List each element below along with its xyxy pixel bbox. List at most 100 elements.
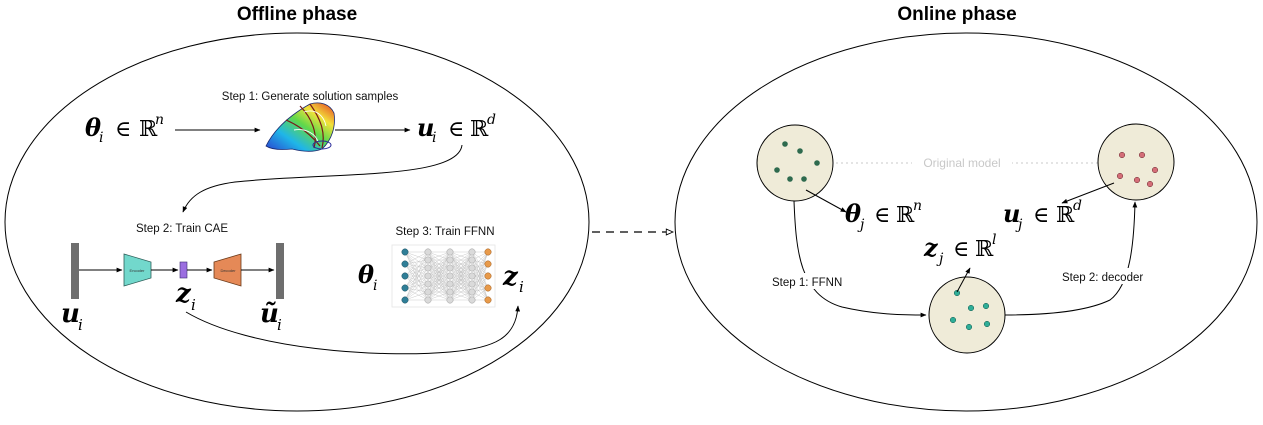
ffnn-node xyxy=(401,284,409,292)
ffnn-node xyxy=(424,256,432,264)
ffnn-node xyxy=(484,296,492,304)
cae-input-label: u i xyxy=(61,299,83,334)
z-symbol: z xyxy=(175,279,192,309)
theta-pointer-arrow xyxy=(805,189,847,213)
z-pointer-arrow xyxy=(956,267,971,293)
ffnn-edge xyxy=(404,251,429,301)
dimension-superscript: l xyxy=(992,232,996,248)
ffnn-edge xyxy=(427,291,451,301)
ffnn-node xyxy=(424,296,432,304)
ffnn-edge xyxy=(404,287,429,301)
ffnn-node xyxy=(468,256,476,264)
ffnn-edge xyxy=(449,251,473,285)
ffnn-edge xyxy=(449,267,473,301)
offline-step2-label: Step 2: Train CAE xyxy=(136,223,228,235)
ffnn-node xyxy=(401,260,409,268)
ffnn-edge xyxy=(471,275,489,301)
ffnn-node xyxy=(468,288,476,296)
ffnn-node xyxy=(484,248,492,256)
ffnn-edge xyxy=(404,283,429,301)
step1-ffnn-arrow xyxy=(793,200,927,318)
cae-output-label: ũ i xyxy=(260,299,282,334)
ffnn-edge xyxy=(404,275,429,301)
theta-symbol: θ xyxy=(85,113,101,142)
ffnn-node xyxy=(484,284,492,292)
dimension-superscript: n xyxy=(155,112,164,128)
real-set-symbol: ℝ xyxy=(1056,203,1075,228)
offline-step3-label: Step 3: Train FFNN xyxy=(395,226,494,238)
real-set-symbol: ℝ xyxy=(139,117,158,142)
offline-u-equation: u i ∈ ℝ d xyxy=(417,112,496,146)
ffnn-edge xyxy=(449,259,473,301)
u-tilde-symbol: ũ xyxy=(260,299,279,329)
ffnn-edge xyxy=(427,259,451,301)
dimension-superscript: d xyxy=(1073,198,1082,214)
input-bar xyxy=(71,243,79,299)
offline-theta-equation: θ i ∈ ℝ n xyxy=(85,112,164,146)
z-symbol: z xyxy=(502,262,519,292)
ffnn-edge xyxy=(404,259,429,301)
ffnn-edge xyxy=(449,251,473,301)
u-tilde-subscript: i xyxy=(277,316,282,334)
ffnn-node xyxy=(424,272,432,280)
ffnn-node xyxy=(468,272,476,280)
theta-symbol: θ xyxy=(845,199,861,228)
theta-subscript: i xyxy=(99,130,103,146)
ffnn-theta-label: θ i xyxy=(358,260,377,294)
theta-subscript: j xyxy=(857,217,865,233)
u-subscript: i xyxy=(78,316,83,334)
online-step2-label: Step 2: decoder xyxy=(1062,272,1143,284)
ffnn-node xyxy=(446,280,454,288)
ffnn-edge xyxy=(449,275,473,301)
ffnn-edge xyxy=(449,283,473,301)
cae-latent-label: z i xyxy=(175,279,196,314)
step2-decoder-arrow xyxy=(1004,201,1138,316)
online-u-equation: u j ∈ ℝ d xyxy=(1003,198,1082,233)
ffnn-node xyxy=(401,296,409,304)
ffnn-node xyxy=(424,280,432,288)
ffnn-edge xyxy=(404,259,429,265)
real-set-symbol: ℝ xyxy=(975,237,994,262)
online-step1-label-bg xyxy=(770,273,844,289)
ffnn-node xyxy=(401,248,409,256)
online-theta-equation: θ j ∈ ℝ n xyxy=(845,198,922,233)
ffnn-edge xyxy=(427,251,451,301)
element-of-symbol: ∈ xyxy=(1033,203,1049,228)
step1-to-step2-arrow xyxy=(182,144,463,213)
ffnn-edge xyxy=(427,283,451,301)
dimension-superscript: d xyxy=(487,112,496,128)
decoder-block xyxy=(213,253,242,287)
ffnn-edge xyxy=(404,259,429,289)
ffnn-edge xyxy=(404,267,429,277)
original-model-label-bg xyxy=(912,155,1012,169)
output-solution-dots xyxy=(1116,151,1159,188)
ffnn-network xyxy=(391,244,496,308)
ffnn-node xyxy=(424,264,432,272)
ffnn-node xyxy=(446,256,454,264)
ffnn-edge xyxy=(404,251,429,261)
online-step2-label-bg xyxy=(1060,268,1160,284)
ffnn-edge xyxy=(449,251,473,293)
ffnn-edge xyxy=(404,283,429,289)
real-set-symbol: ℝ xyxy=(470,117,489,142)
element-of-symbol: ∈ xyxy=(953,237,969,262)
decoder-label: Decoder xyxy=(220,268,236,273)
input-parameter-circle xyxy=(756,124,834,202)
ffnn-edge xyxy=(449,251,473,261)
ffnn-edge xyxy=(404,287,429,293)
output-solution-circle xyxy=(1097,123,1175,201)
online-z-equation: z j ∈ ℝ l xyxy=(923,232,996,267)
element-of-symbol: ∈ xyxy=(115,117,131,142)
ffnn-edge xyxy=(471,263,489,293)
ffnn-edge xyxy=(427,251,451,277)
ffnn-node xyxy=(468,248,476,256)
ffnn-node xyxy=(446,272,454,280)
ffnn-edge xyxy=(404,267,429,301)
ffnn-node xyxy=(484,260,492,268)
ffnn-edge xyxy=(427,251,451,285)
ffnn-edge xyxy=(404,291,429,301)
element-of-symbol: ∈ xyxy=(448,117,464,142)
ffnn-edge xyxy=(427,267,451,301)
u-subscript: i xyxy=(432,130,436,146)
ffnn-edge xyxy=(449,251,473,277)
